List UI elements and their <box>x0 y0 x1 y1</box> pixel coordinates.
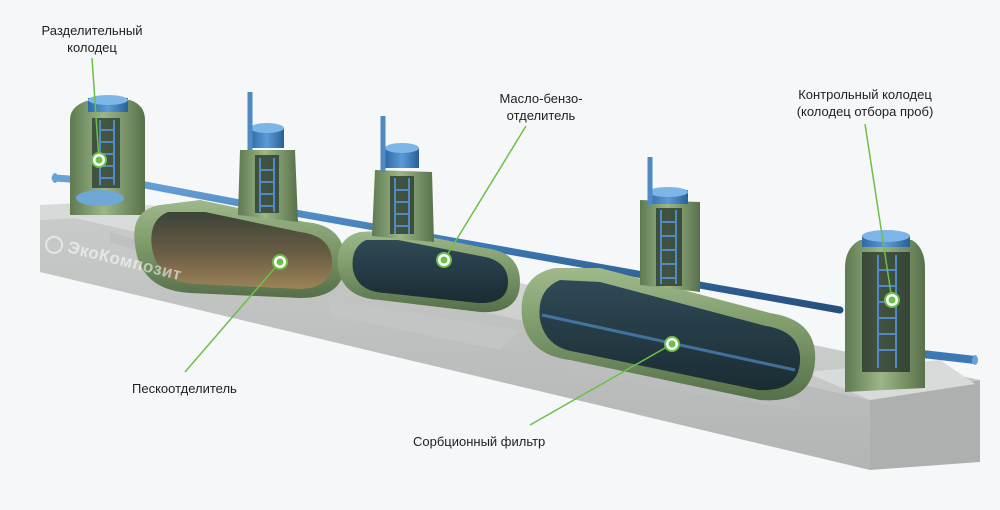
sorption-filter-tank <box>521 157 816 401</box>
leader-lines <box>91 57 893 426</box>
marker-dots <box>91 152 900 352</box>
oil-separator-label: Масло-бензо- отделитель <box>499 91 583 123</box>
separator-well-label: Разделительный колодец <box>41 23 143 55</box>
control-well <box>845 230 925 392</box>
oil-separator-tank <box>337 116 520 313</box>
sand-separator-tank <box>134 92 345 298</box>
brand-logo-icon <box>43 233 66 256</box>
control-well-label: Контрольный колодец (колодец отбора проб… <box>796 87 934 119</box>
sorption-filter-label: Сорбционный фильтр <box>413 434 546 449</box>
separator-well <box>70 95 145 215</box>
sand-separator-label: Пескоотделитель <box>132 381 237 396</box>
